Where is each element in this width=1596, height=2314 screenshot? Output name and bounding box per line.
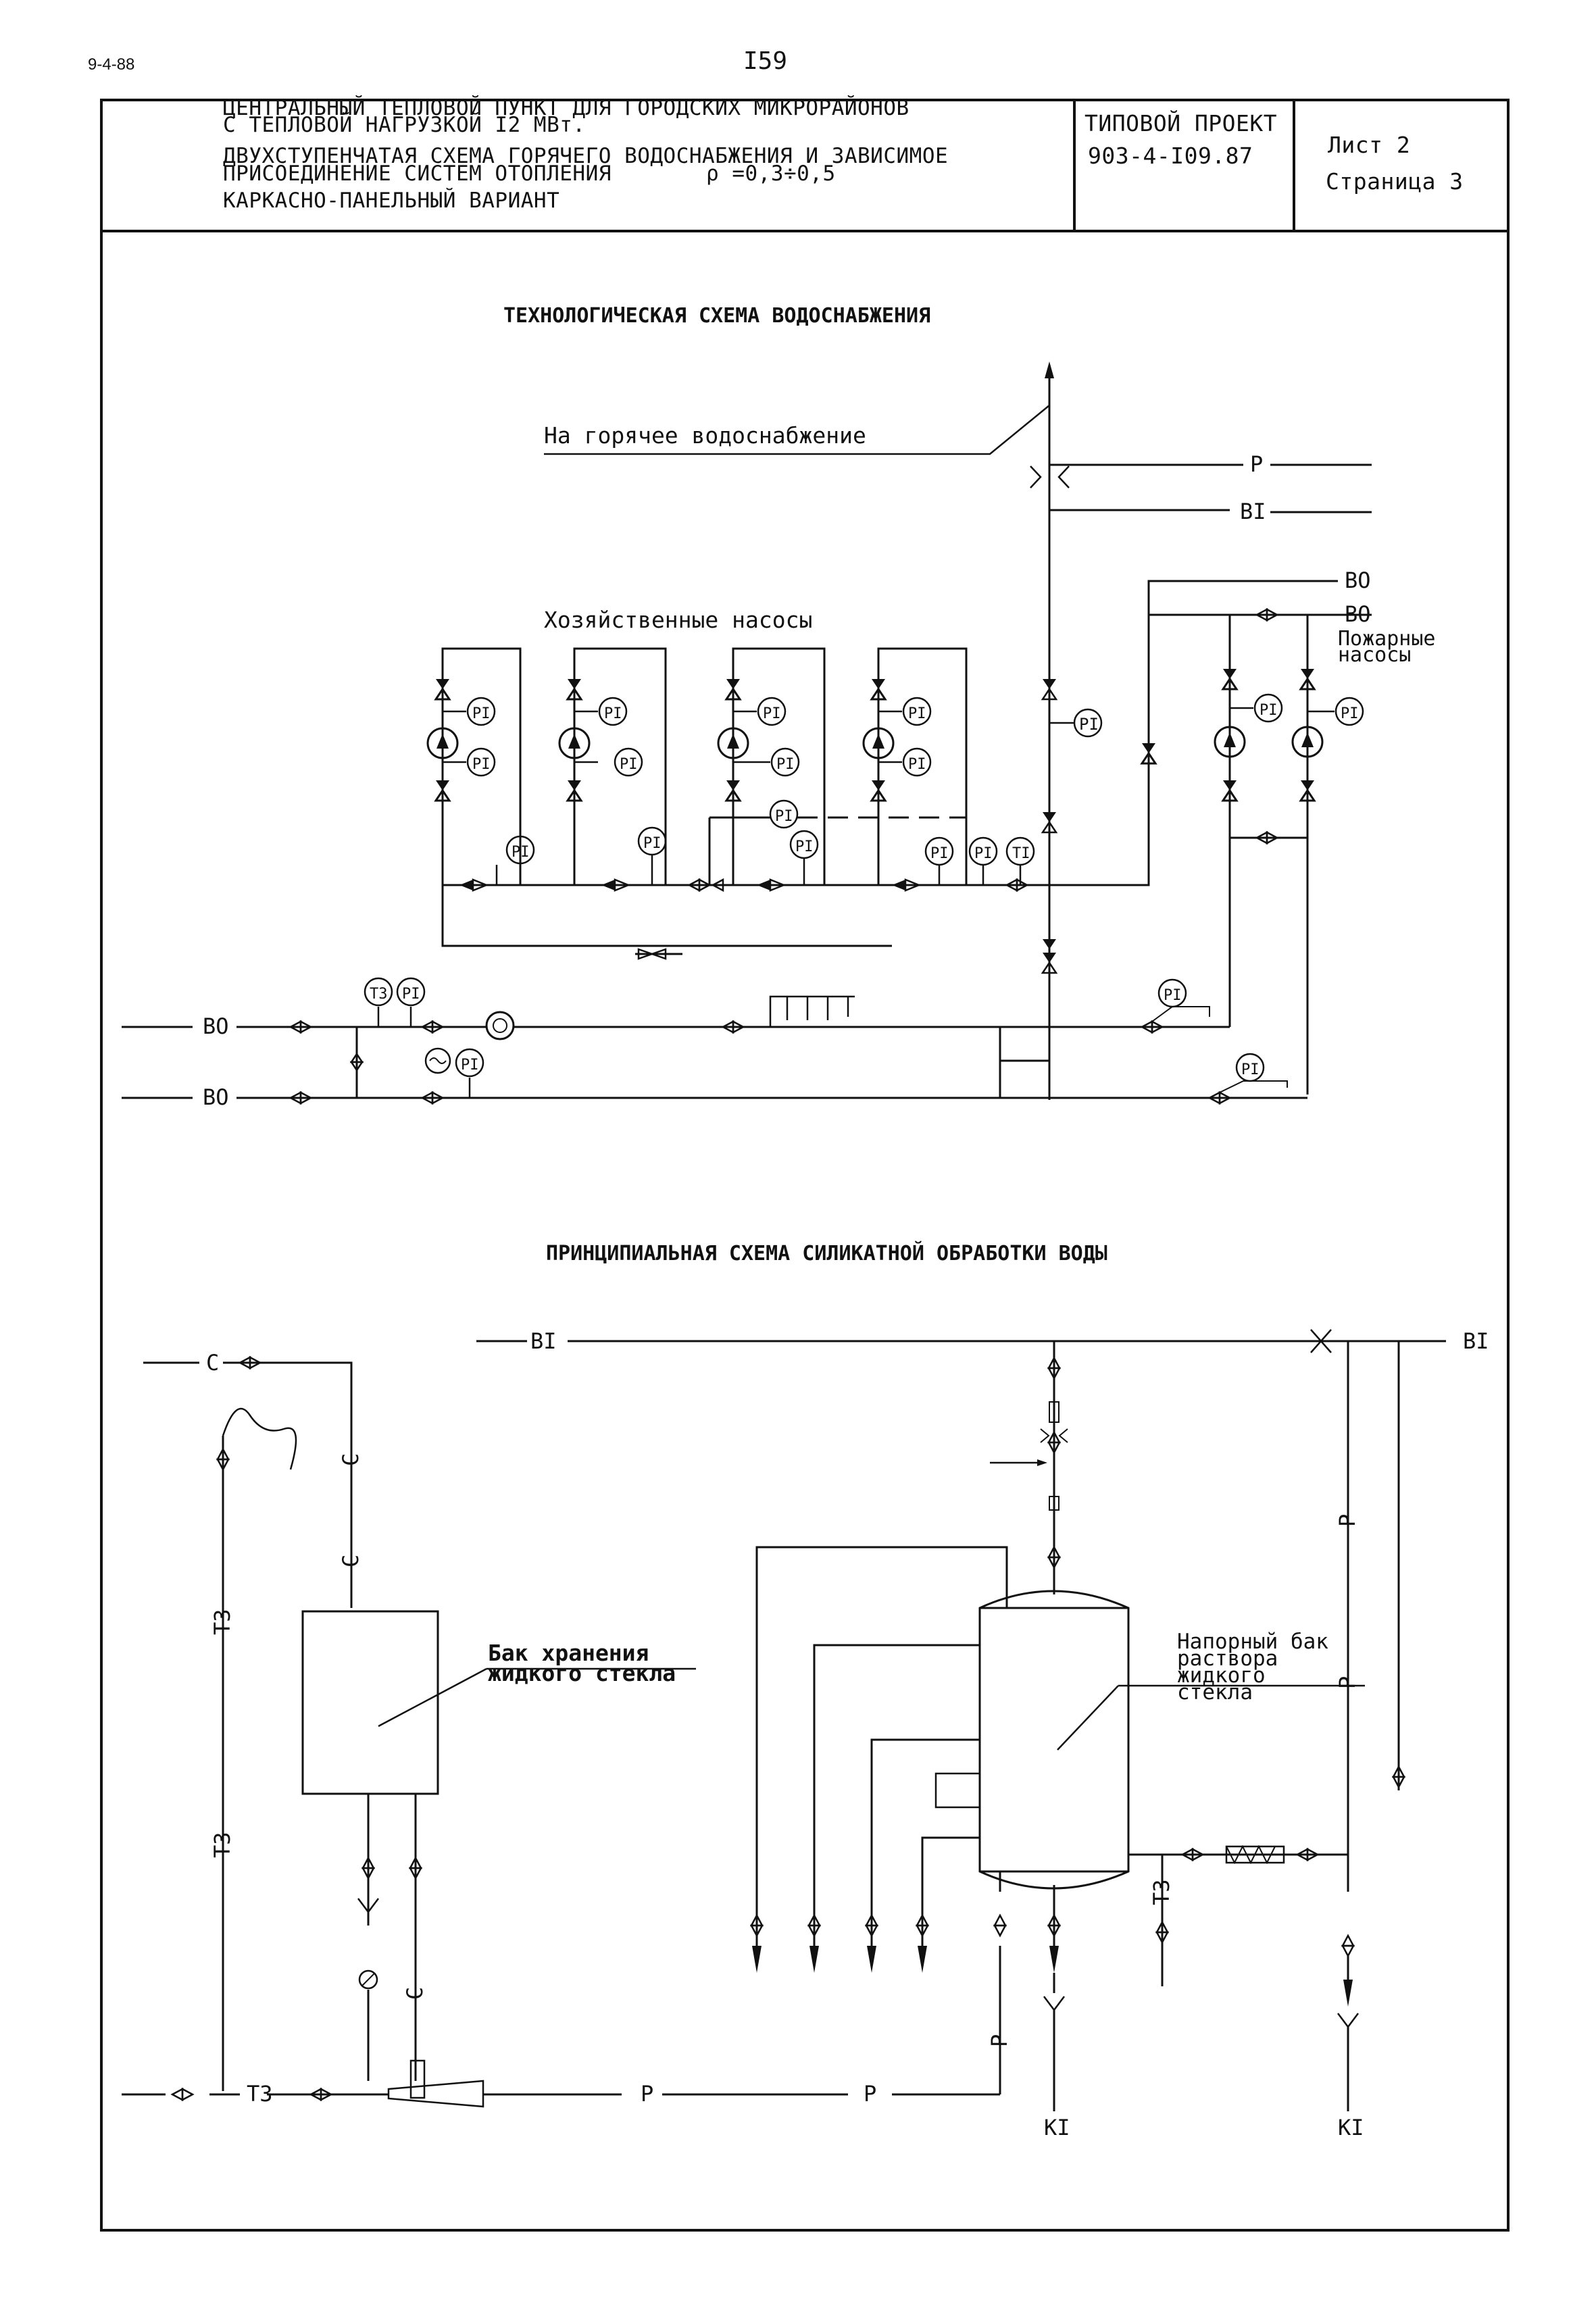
svg-text:PI: PI [1079,715,1099,734]
storage-tank-line-2: жидкого стекла [488,1660,676,1686]
title-line-3: ДВУХСТУПЕНЧАТАЯ СХЕМА ГОРЯЧЕГО ВОДОСНАБЖ… [223,144,949,168]
svg-text:Т3: Т3 [209,1609,235,1635]
svg-text:BI: BI [1463,1328,1489,1354]
svg-text:PI: PI [763,705,781,722]
pressure-tank-line-1: Напорный бак [1177,1630,1328,1654]
rho-value: ρ =0,3÷0,5 [706,161,836,186]
svg-text:С: С [402,1987,428,2000]
svg-text:PI: PI [472,705,491,722]
svg-text:BI: BI [530,1328,557,1354]
svg-text:PI: PI [1164,987,1182,1004]
svg-text:PI: PI [775,808,793,825]
household-pump-2: PI PI PI [558,647,667,892]
svg-text:Р: Р [1335,1676,1360,1689]
scheme1-pipe-labels: Р BI BO BO BO BO [203,451,1371,1110]
svg-text:PI: PI [795,838,814,855]
svg-text:T3: T3 [370,986,388,1003]
document-code: 9-4-88 [88,55,135,74]
svg-text:TI: TI [1012,845,1030,862]
svg-text:KI: KI [1044,2115,1070,2140]
svg-text:BO: BO [1345,601,1371,627]
project-number: 903-4-I09.87 [1088,143,1253,169]
svg-text:Т3: Т3 [1149,1879,1174,1905]
project-label: ТИПОВОЙ ПРОЕКТ [1084,110,1278,136]
fire-pumps-line-1: Пожарные [1338,627,1436,651]
svg-text:PI: PI [776,756,795,773]
storage-tank-line-1: Бак хранения [488,1640,649,1666]
fire-pump-system: PI PI [1049,580,1372,1095]
svg-text:BO: BO [203,1013,229,1039]
title-line-2: С ТЕПЛОВОЙ НАГРУЗКОЙ I2 МВт. [223,113,586,137]
svg-text:PI: PI [1241,1061,1260,1078]
page-label: Страница 3 [1326,168,1464,195]
svg-text:PI: PI [472,756,491,773]
svg-text:С: С [338,1453,364,1466]
drain-valves [749,1913,1062,1973]
scheme2-pipe-labels: BI BI С Р Р KI KI Т3 С С С Т3 Т3 Т3 Р Р … [206,1328,1489,2140]
svg-text:PI: PI [620,756,638,773]
svg-text:PI: PI [604,705,622,722]
svg-text:Р: Р [1250,451,1263,477]
svg-text:Р: Р [987,2034,1012,2047]
bo-inlet-lines: T3 PI PI PI PI [122,977,1307,1105]
svg-text:PI: PI [930,845,949,862]
pressure-tank-line-3: жидкого [1177,1663,1266,1688]
scheme1-title: ТЕХНОЛОГИЧЕСКАЯ СХЕМА ВОДОСНАБЖЕНИЯ [503,304,931,328]
svg-text:Р: Р [864,2081,876,2107]
scheme2-diagram: BI BI С Р Р KI KI Т3 С С С Т3 Т3 Т3 Р Р … [122,1328,1489,2140]
fire-pumps-line-2: насосы [1338,643,1412,667]
svg-text:PI: PI [512,844,530,861]
household-pump-4: PI PI PI PI TI [862,647,1035,892]
svg-text:Р: Р [1335,1514,1360,1527]
title-line-5: КАРКАСНО-ПАНЕЛЬНЫЙ ВАРИАНТ [223,188,560,213]
sheet-frame [100,99,1510,2232]
riser-up-arrow [1045,361,1054,378]
svg-text:PI: PI [1341,705,1359,722]
svg-text:Р: Р [641,2081,653,2107]
svg-text:BO: BO [1345,568,1371,593]
scheme1-diagram: PI PI PI PI [122,361,1372,1110]
svg-text:PI: PI [908,705,926,722]
title-line-4: ПРИСОЕДИНЕНИЕ СИСТЕМ ОТОПЛЕНИЯ [223,161,612,186]
scheme2-title: ПРИНЦИПИАЛЬНАЯ СХЕМА СИЛИКАТНОЙ ОБРАБОТК… [546,1242,1107,1265]
svg-text:BO: BO [203,1084,229,1110]
storage-tank-label: Бак хранения жидкого стекла [488,1640,676,1686]
svg-text:KI: KI [1338,2115,1364,2140]
svg-text:BI: BI [1240,499,1266,524]
page-number: I59 [743,47,788,75]
pressure-tank-line-2: раствора [1177,1646,1278,1671]
hot-water-label: На горячее водоснабжение [544,422,866,449]
svg-text:PI: PI [1260,702,1278,719]
sheet-number: Лист 2 [1328,132,1411,158]
svg-text:PI: PI [402,986,420,1003]
household-pump-1: PI PI PI [426,647,535,892]
svg-text:PI: PI [974,845,993,862]
svg-text:С: С [206,1350,219,1376]
svg-text:Т3: Т3 [247,2081,273,2107]
svg-text:PI: PI [908,756,926,773]
svg-text:С: С [338,1555,364,1567]
household-pumps-label: Хозяйственные насосы [544,607,813,633]
fire-pumps-label: Пожарные насосы [1338,627,1436,667]
svg-text:Т3: Т3 [209,1832,235,1858]
household-pump-3: PI PI PI PI [687,647,966,892]
svg-text:PI: PI [643,835,662,852]
svg-text:PI: PI [461,1057,479,1074]
